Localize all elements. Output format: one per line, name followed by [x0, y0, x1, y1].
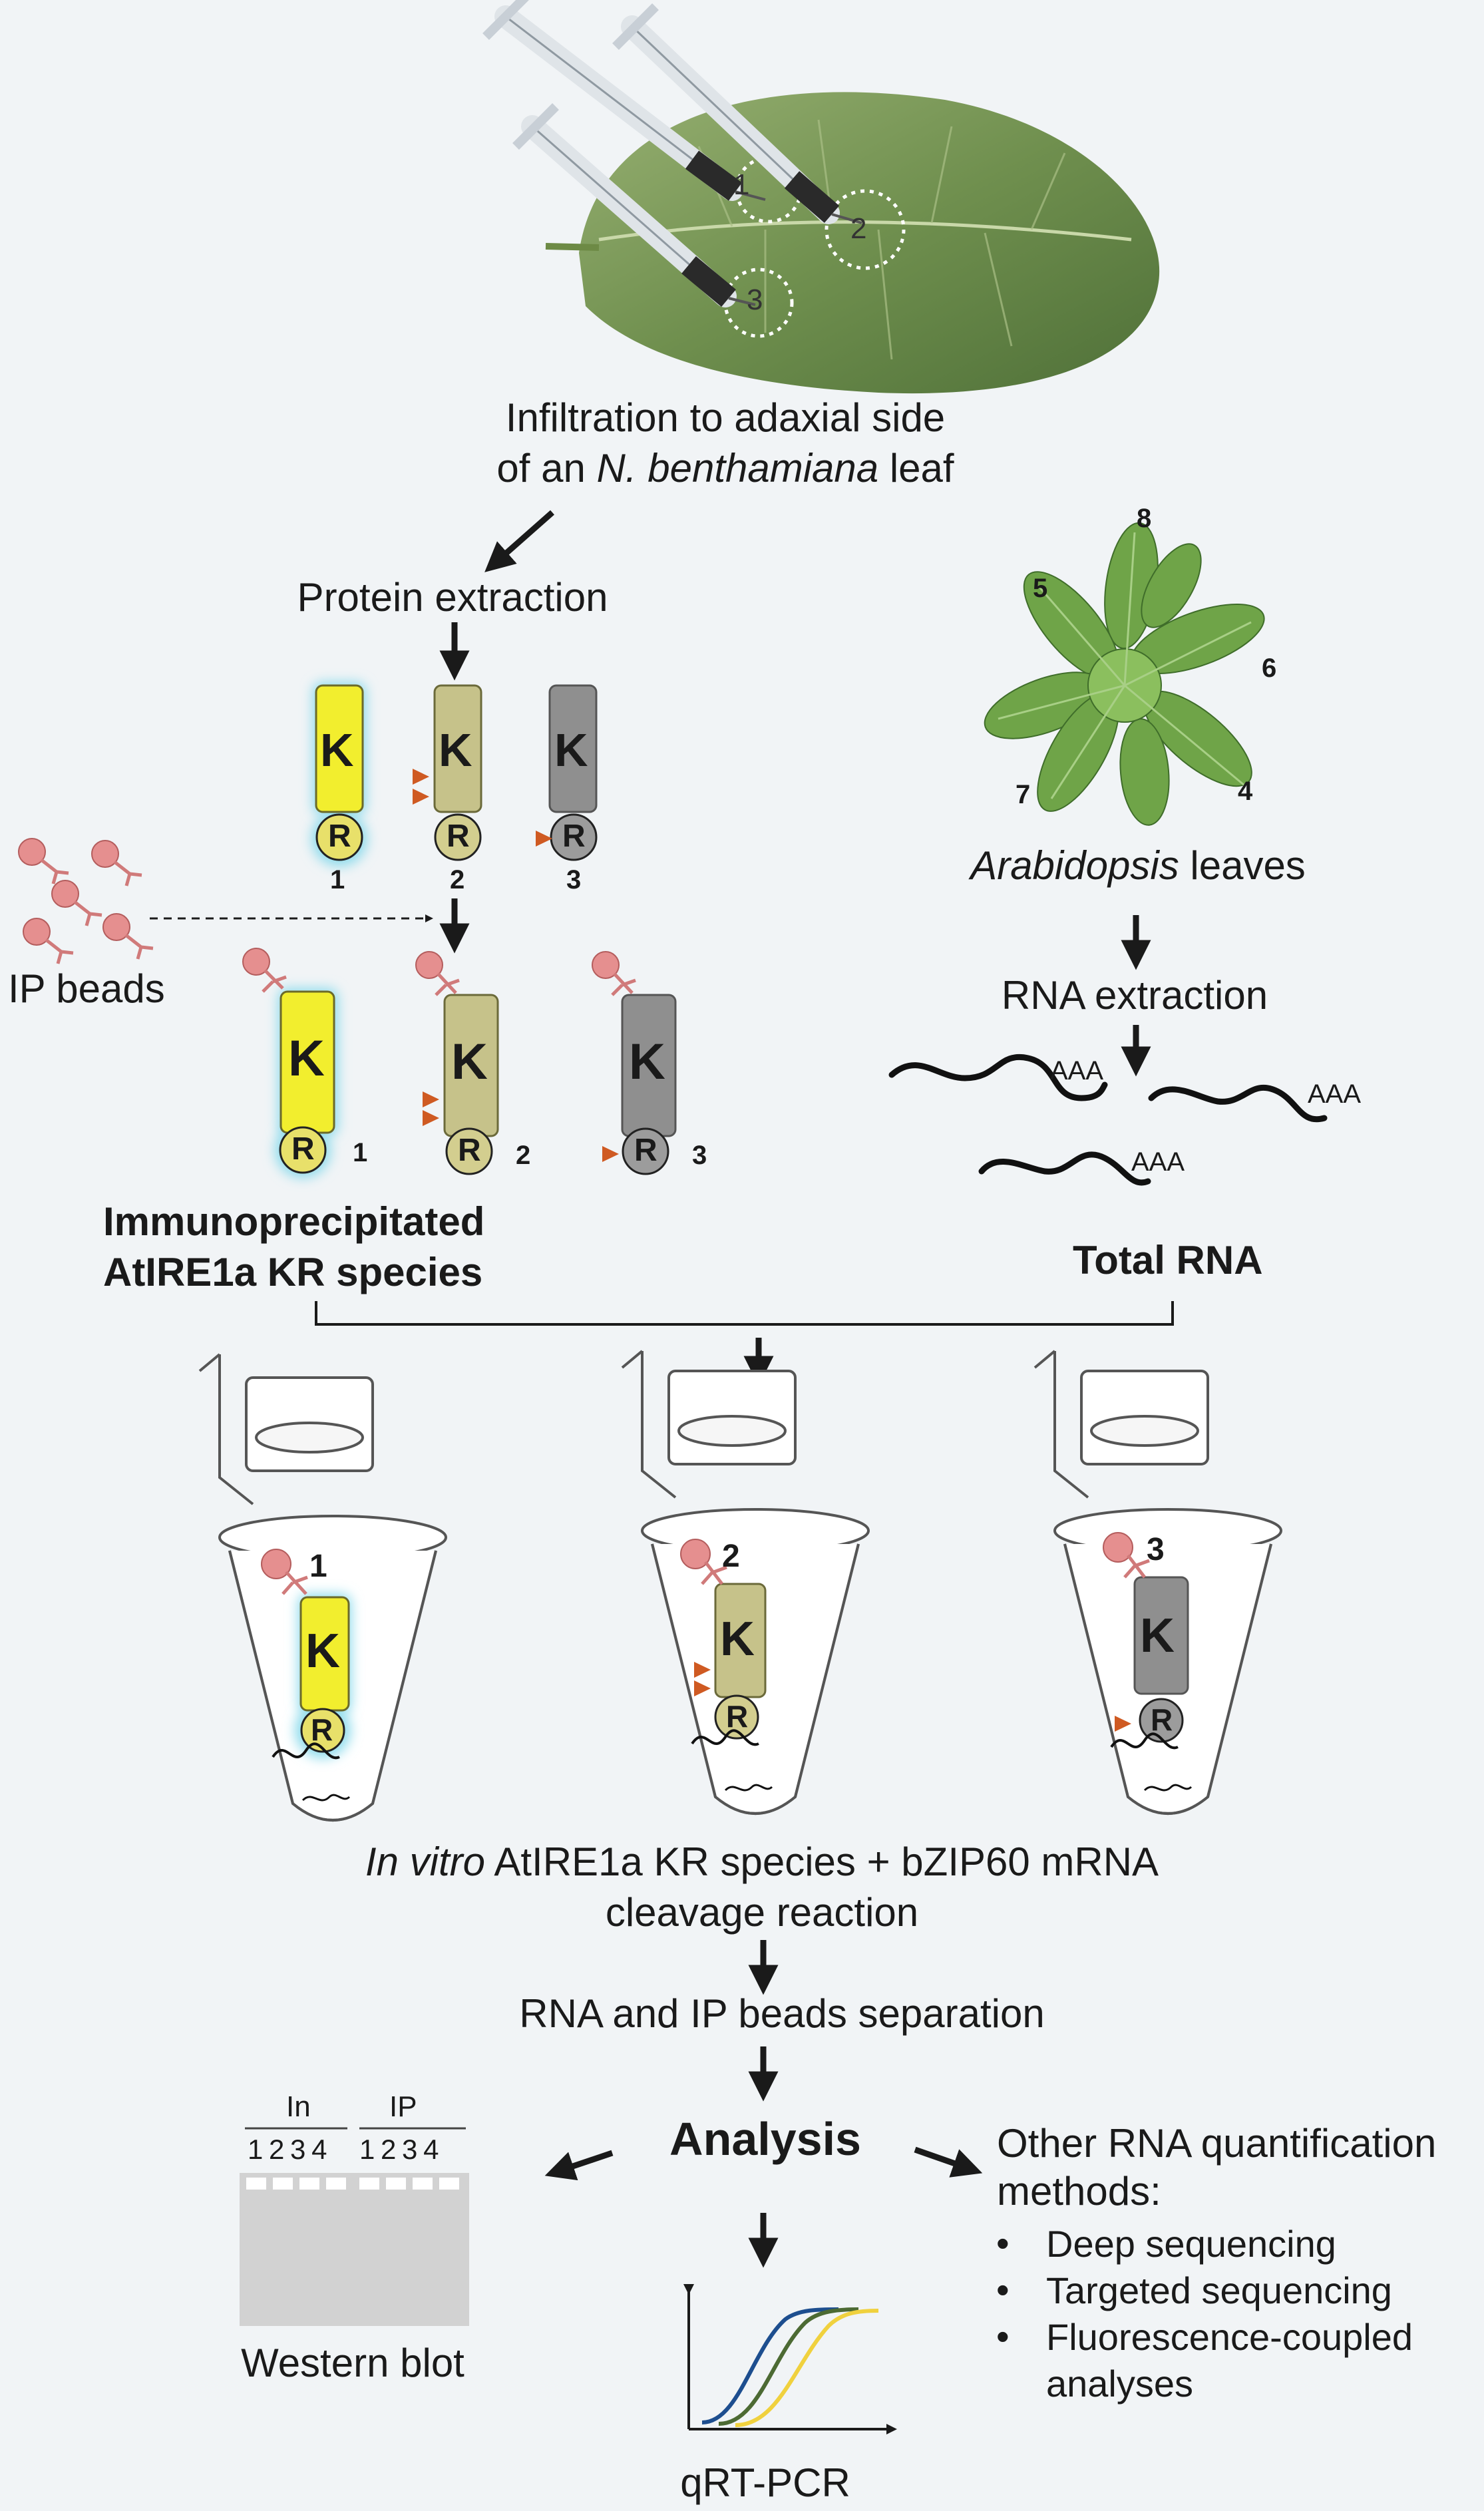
- site-number-2: 2: [850, 212, 867, 245]
- injection-site-2: [825, 189, 906, 270]
- syringe-1: [482, 0, 766, 201]
- protein-extraction-label: Protein extraction: [297, 575, 608, 620]
- western-lanes-ip: 1 2 3 4: [359, 2134, 439, 2165]
- ip-species-number-2: 2: [516, 1141, 531, 1170]
- tube-3-content: [1103, 1532, 1193, 1792]
- bullet-2: •: [996, 2269, 1010, 2311]
- reaction-line-2: cleavage reaction: [605, 1890, 919, 1935]
- rosette-veins: [998, 532, 1252, 799]
- immunoprecipitated-line-1: Immunoprecipitated: [103, 1199, 485, 1244]
- tube-number-1: 1: [309, 1549, 327, 1584]
- poly-a-tail-2: AAA: [1308, 1079, 1362, 1109]
- tube-number-2: 2: [722, 1539, 740, 1574]
- site-number-1: 1: [733, 168, 750, 201]
- bullet-1: •: [996, 2222, 1010, 2264]
- rna-molecules: [888, 1054, 1328, 1186]
- qrtpcr-plot: [683, 2284, 897, 2434]
- rnase-label-1: R: [328, 819, 351, 854]
- other-methods-line-1: Other RNA quantification: [997, 2121, 1437, 2166]
- ip-kr-species-2: [415, 951, 499, 1175]
- leaf-number-4: 4: [1238, 777, 1253, 806]
- kr-species-2: [413, 684, 482, 861]
- arrow-to-western: [544, 2150, 614, 2181]
- tube-kinase-label-1: K: [305, 1625, 340, 1678]
- immunoprecipitated-line-2: AtIRE1a KR species: [103, 1250, 483, 1294]
- analysis-label: Analysis: [669, 2113, 861, 2165]
- qrtpcr-label: qRT-PCR: [680, 2460, 850, 2505]
- syringe-3: [512, 103, 756, 307]
- kr-species-1: [311, 682, 367, 867]
- leaf-number-8: 8: [1137, 504, 1152, 533]
- total-rna-label: Total RNA: [1073, 1238, 1263, 1282]
- poly-a-tail-1: AAA: [1050, 1056, 1104, 1085]
- method-targeted-sequencing: Targeted sequencing: [1046, 2269, 1392, 2311]
- site-number-3: 3: [747, 284, 763, 316]
- species-number-2: 2: [450, 865, 465, 894]
- leaf-number-5: 5: [1033, 574, 1048, 603]
- infiltration-line-1: Infiltration to adaxial side: [505, 395, 946, 440]
- western-blot-label: Western blot: [241, 2341, 464, 2385]
- ip-kinase-label-1: K: [288, 1030, 325, 1087]
- leaf-number-7: 7: [1016, 780, 1031, 809]
- syringe-2: [612, 3, 862, 224]
- ip-rnase-label-3: R: [634, 1133, 657, 1168]
- method-deep-sequencing: Deep sequencing: [1046, 2223, 1336, 2265]
- kinase-label-2: K: [439, 724, 472, 776]
- ip-rnase-label-1: R: [291, 1131, 315, 1167]
- tube-number-3: 3: [1147, 1532, 1165, 1567]
- western-lanes-in: 1 2 3 4: [248, 2134, 327, 2165]
- merge-bracket: [315, 1301, 1174, 1326]
- bullet-3: •: [996, 2315, 1010, 2357]
- kinase-label-3: K: [554, 724, 588, 776]
- kr-species-3: [536, 684, 598, 861]
- kinase-label-1: K: [320, 724, 354, 776]
- tube-kinase-label-3: K: [1140, 1609, 1175, 1662]
- method-analyses: analyses: [1046, 2363, 1194, 2405]
- ip-species-number-3: 3: [692, 1141, 707, 1170]
- tube-rnase-label-2: R: [726, 1699, 749, 1734]
- ip-kinase-label-3: K: [629, 1034, 665, 1090]
- tube-2: [621, 1350, 870, 1815]
- infiltration-line-2: of an N. benthamiana leaf: [496, 446, 954, 490]
- poly-a-tail-3: AAA: [1131, 1147, 1185, 1177]
- western-group-ip: IP: [389, 2090, 417, 2123]
- ip-kr-species-3: [592, 951, 677, 1175]
- tube-kinase-label-2: K: [720, 1613, 755, 1666]
- other-methods-line-2: methods:: [997, 2169, 1161, 2214]
- rnase-label-2: R: [447, 819, 470, 854]
- ip-rnase-label-2: R: [458, 1133, 481, 1168]
- leaf-number-6: 6: [1262, 654, 1277, 683]
- arabidopsis-label: Arabidopsis leaves: [970, 843, 1306, 888]
- separation-label: RNA and IP beads separation: [519, 1991, 1045, 2036]
- arrow-to-protein-extraction: [484, 510, 554, 572]
- method-fluorescence-coupled: Fluorescence-coupled: [1046, 2316, 1413, 2358]
- species-number-3: 3: [566, 865, 582, 894]
- arrow-to-other-methods: [914, 2146, 983, 2178]
- ip-species-number-1: 1: [353, 1138, 368, 1167]
- tube-1-content: [261, 1549, 351, 1802]
- ip-beads-label: IP beads: [8, 966, 165, 1011]
- western-group-in: In: [286, 2090, 311, 2123]
- reaction-line-1: In vitro AtIRE1a KR species + bZIP60 mRN…: [365, 1839, 1159, 1884]
- rnase-label-3: R: [562, 819, 586, 854]
- tube-rnase-label-3: R: [1151, 1702, 1173, 1737]
- western-blot-membrane: [240, 2127, 469, 2326]
- ip-kinase-label-2: K: [451, 1034, 488, 1090]
- tube-2-content: [680, 1539, 773, 1792]
- tube-rnase-label-1: R: [311, 1712, 333, 1747]
- ip-beads-cluster: [18, 838, 154, 964]
- ip-kr-species-1: [242, 948, 338, 1178]
- species-number-1: 1: [330, 865, 345, 894]
- rna-extraction-label: RNA extraction: [1001, 973, 1268, 1018]
